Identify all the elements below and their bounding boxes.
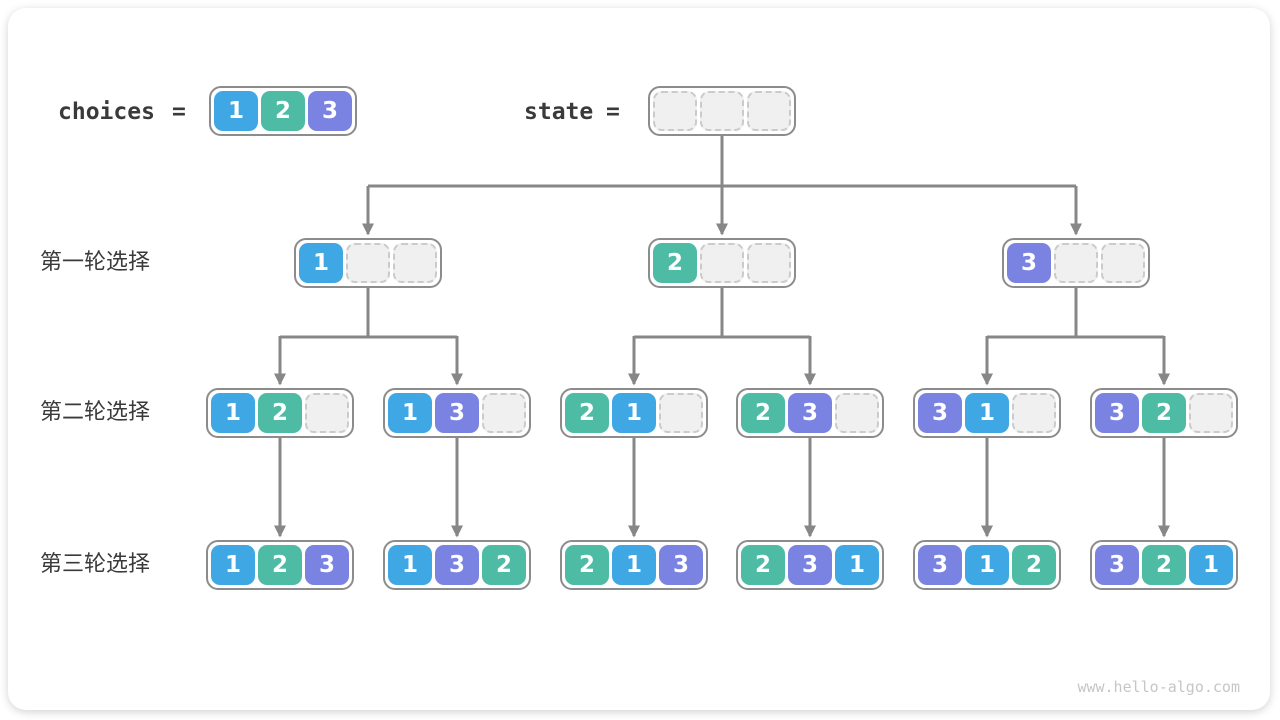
tree-node-r3-4: 2 3 1 <box>736 540 884 590</box>
array-cell: 3 <box>788 393 832 433</box>
array-cell: 3 <box>1095 393 1139 433</box>
array-cell: 3 <box>435 545 479 585</box>
tree-node-r1-2: 2 <box>648 238 796 288</box>
round-2-label: 第二轮选择 <box>40 400 151 425</box>
array-cell: 1 <box>835 545 879 585</box>
array-cell: 2 <box>258 545 302 585</box>
tree-node-r3-2: 1 3 2 <box>383 540 531 590</box>
array-cell: 1 <box>1189 545 1233 585</box>
array-cell: 1 <box>211 393 255 433</box>
array-cell <box>1101 243 1145 283</box>
equals-sign: = <box>172 99 186 125</box>
array-cell <box>1012 393 1056 433</box>
array-cell <box>659 393 703 433</box>
array-cell: 2 <box>1142 393 1186 433</box>
round-3-label: 第三轮选择 <box>40 552 151 577</box>
array-cell: 1 <box>612 545 656 585</box>
array-cell: 2 <box>1142 545 1186 585</box>
array-cell <box>747 243 791 283</box>
array-cell: 1 <box>388 393 432 433</box>
array-cell: 3 <box>305 545 349 585</box>
array-cell: 2 <box>565 393 609 433</box>
diagram-card <box>8 8 1270 710</box>
array-cell <box>1054 243 1098 283</box>
choices-array: 1 2 3 <box>209 86 357 136</box>
tree-node-r3-3: 2 1 3 <box>560 540 708 590</box>
array-cell: 2 <box>258 393 302 433</box>
tree-node-r2-2: 1 3 <box>383 388 531 438</box>
array-cell: 2 <box>741 545 785 585</box>
array-cell <box>700 243 744 283</box>
array-cell: 2 <box>261 91 305 131</box>
array-cell <box>700 91 744 131</box>
array-cell: 1 <box>612 393 656 433</box>
equals-sign: = <box>606 99 620 125</box>
array-cell: 3 <box>1007 243 1051 283</box>
array-cell: 3 <box>308 91 352 131</box>
array-cell <box>1189 393 1233 433</box>
array-cell: 2 <box>653 243 697 283</box>
tree-node-r3-1: 1 2 3 <box>206 540 354 590</box>
state-array <box>648 86 796 136</box>
tree-node-r2-3: 2 1 <box>560 388 708 438</box>
array-cell: 3 <box>659 545 703 585</box>
array-cell <box>747 91 791 131</box>
array-cell: 1 <box>388 545 432 585</box>
array-cell: 1 <box>299 243 343 283</box>
state-label: state <box>524 99 594 125</box>
array-cell: 3 <box>788 545 832 585</box>
array-cell <box>835 393 879 433</box>
array-cell <box>305 393 349 433</box>
array-cell <box>346 243 390 283</box>
tree-node-r2-1: 1 2 <box>206 388 354 438</box>
tree-node-r2-6: 3 2 <box>1090 388 1238 438</box>
array-cell: 1 <box>965 393 1009 433</box>
tree-node-r1-1: 1 <box>294 238 442 288</box>
tree-node-r1-3: 3 <box>1002 238 1150 288</box>
tree-node-r2-5: 3 1 <box>913 388 1061 438</box>
tree-node-r3-6: 3 2 1 <box>1090 540 1238 590</box>
choices-label: choices <box>58 99 155 125</box>
array-cell <box>482 393 526 433</box>
array-cell: 1 <box>211 545 255 585</box>
array-cell: 3 <box>918 393 962 433</box>
array-cell <box>653 91 697 131</box>
tree-node-r3-5: 3 1 2 <box>913 540 1061 590</box>
array-cell: 2 <box>1012 545 1056 585</box>
array-cell: 1 <box>965 545 1009 585</box>
watermark: www.hello-algo.com <box>1077 678 1240 696</box>
array-cell: 1 <box>214 91 258 131</box>
tree-node-r2-4: 2 3 <box>736 388 884 438</box>
array-cell: 3 <box>435 393 479 433</box>
array-cell: 3 <box>1095 545 1139 585</box>
array-cell <box>393 243 437 283</box>
array-cell: 2 <box>565 545 609 585</box>
round-1-label: 第一轮选择 <box>40 250 151 275</box>
array-cell: 2 <box>741 393 785 433</box>
array-cell: 2 <box>482 545 526 585</box>
array-cell: 3 <box>918 545 962 585</box>
